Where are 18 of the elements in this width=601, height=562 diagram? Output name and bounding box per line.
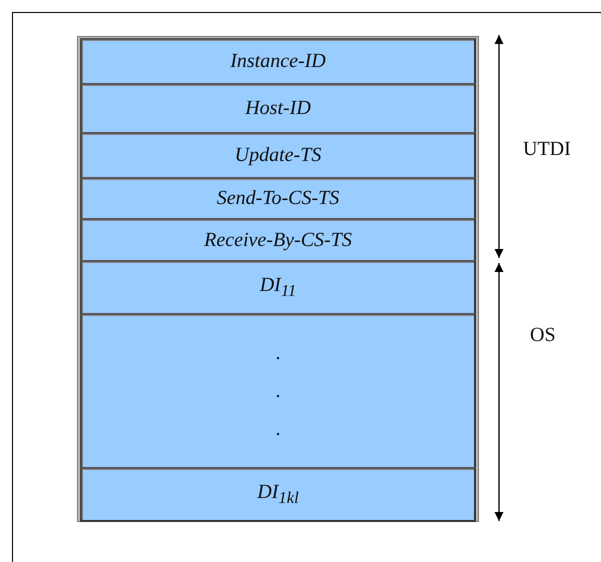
ellipsis: . . .	[274, 341, 282, 442]
field-name: Update-TS	[234, 144, 322, 167]
field-name: Host-ID	[245, 97, 311, 120]
table-row	[80, 218, 476, 262]
table-row	[80, 467, 476, 522]
field-name: Instance-ID	[230, 50, 326, 73]
field-name: DI$_{1kl}$	[257, 481, 299, 508]
field-name: DI$_{11}$	[260, 274, 296, 301]
table-row	[80, 38, 476, 85]
table-row	[80, 83, 476, 134]
field-name: Send-To-CS-TS	[216, 187, 340, 210]
field-name: Receive-By-CS-TS	[204, 228, 352, 252]
table-row	[80, 313, 476, 469]
span-label: OS	[530, 324, 556, 347]
table-row	[80, 177, 476, 220]
table-row	[80, 260, 476, 315]
span-label: UTDI	[523, 138, 571, 161]
table-row	[80, 132, 476, 179]
